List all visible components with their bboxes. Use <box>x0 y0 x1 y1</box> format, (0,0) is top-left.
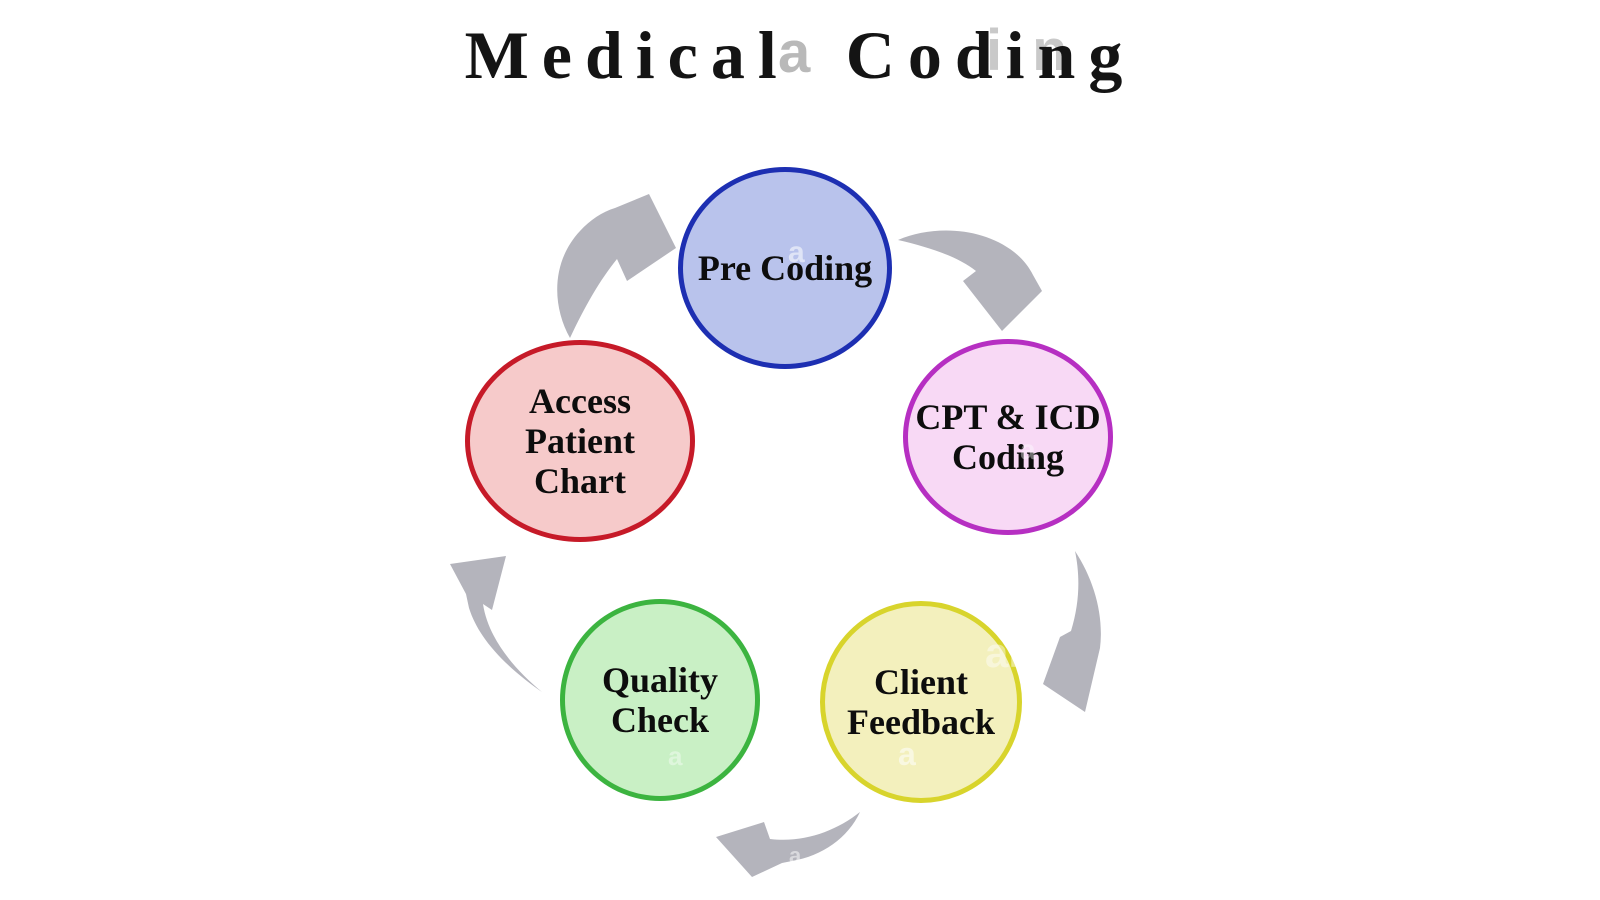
step-quality-check: Quality Check <box>560 599 760 801</box>
arrow-quality-to-access-icon <box>450 556 542 692</box>
arrow-access-to-precoding-icon <box>557 194 676 338</box>
step-client-feedback-label: Client Feedback <box>847 661 995 742</box>
arrow-client-to-quality-icon <box>716 812 860 877</box>
step-access-patient-chart: Access Patient Chart <box>465 340 695 542</box>
step-pre-coding-label: Pre Coding <box>697 247 873 288</box>
step-access-patient-chart-label: Access Patient Chart <box>525 380 635 502</box>
step-client-feedback: Client Feedback <box>820 601 1022 803</box>
step-pre-coding: Pre Coding <box>678 167 892 369</box>
step-cpt-icd-coding-label: CPT & ICD Coding <box>915 396 1101 477</box>
step-quality-check-label: Quality Check <box>601 659 718 740</box>
arrow-cpt-to-client-icon <box>1043 551 1101 712</box>
arrow-precoding-to-cpt-icon <box>898 230 1042 331</box>
page-title: Medical Coding <box>464 17 1136 93</box>
step-cpt-icd-coding: CPT & ICD Coding <box>903 339 1113 535</box>
